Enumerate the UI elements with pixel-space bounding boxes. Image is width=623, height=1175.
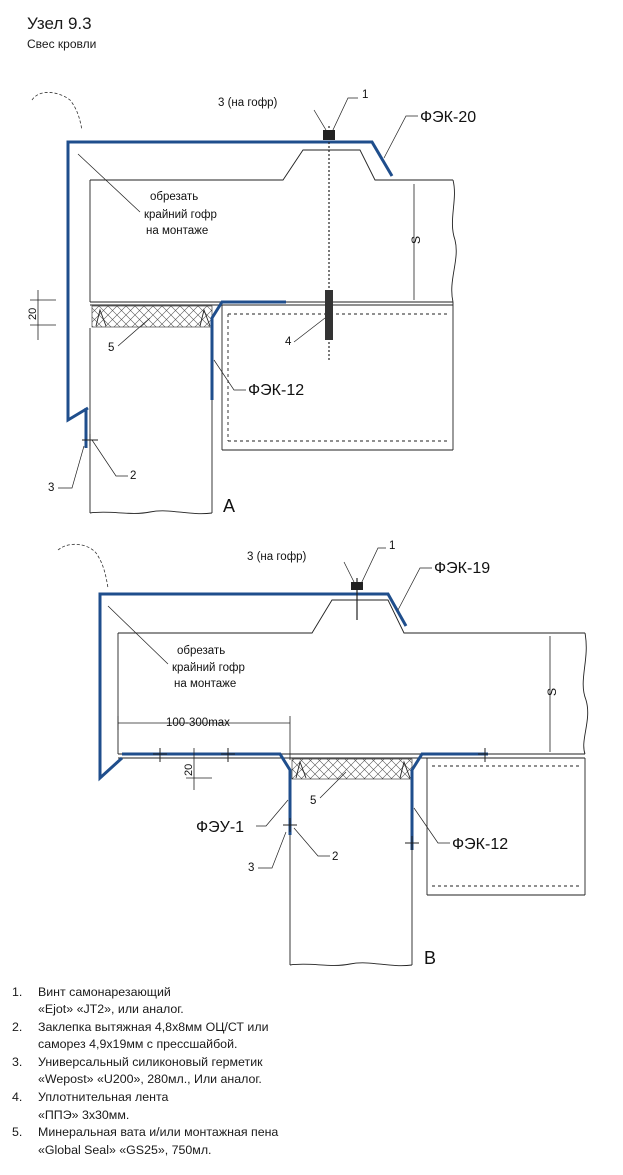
diagram-a-letter: A	[223, 496, 235, 516]
page-subtitle: Свес кровли	[27, 37, 97, 51]
leader-1-b	[359, 547, 386, 587]
leader-fek12	[213, 359, 246, 391]
roof-panel-a	[89, 149, 457, 450]
leader-cut-b	[107, 605, 169, 665]
dim-s-label-b: S	[545, 688, 559, 696]
flashing-fek20	[66, 140, 394, 423]
note-cut-line-1: обрезать	[150, 191, 198, 203]
note-number: 4.	[12, 1090, 23, 1105]
profile-fek12-label: ФЭК-12	[248, 382, 304, 399]
support-post-b	[289, 780, 413, 967]
dimension-s-b	[540, 632, 556, 755]
note-cut-line-2-b: крайний гофр	[172, 662, 245, 674]
wall-panel-b	[426, 758, 585, 896]
leader-4	[293, 317, 326, 343]
leader-fek20	[383, 115, 418, 159]
diagram-b-letter: B	[424, 948, 436, 968]
note-text: саморез 4,9х19мм с прессшайбой.	[38, 1037, 238, 1052]
flashing-fek19	[98, 592, 408, 782]
note-text: Минеральная вата и/или монтажная пена	[38, 1125, 279, 1140]
leader-3	[58, 445, 85, 489]
leader-1	[331, 97, 358, 133]
note-cut-line-3-b: на монтаже	[174, 678, 236, 690]
dimension-20-a	[30, 290, 56, 340]
note-number: 3.	[12, 1055, 23, 1070]
leader-5	[117, 317, 151, 347]
dimension-range-b	[117, 716, 291, 760]
profile-fek19-label: ФЭК-19	[434, 560, 490, 577]
note-text: «Wepost» «U200», 280мл., Или аналог.	[38, 1072, 262, 1087]
note-text: «Ejot» «JT2», или аналог.	[38, 1002, 184, 1017]
rivet-a	[82, 434, 98, 446]
screw-b	[351, 578, 363, 620]
note-item: 4. Уплотнительная лента «ППЭ» 3х30мм.	[10, 1089, 610, 1124]
label-screw-b: 3 (на гофр)	[247, 551, 307, 563]
leader-3-b	[258, 831, 287, 869]
label-5: 5	[108, 342, 114, 354]
note-text: Универсальный силиконовый герметик	[38, 1055, 263, 1070]
dimension-20-b	[186, 748, 212, 790]
label-1-b: 1	[389, 540, 395, 552]
label-3: 3	[48, 482, 54, 494]
leader-cut	[77, 153, 141, 213]
note-number: 1.	[12, 985, 23, 999]
label-3-b: 3	[248, 862, 254, 874]
leader-fek12-b	[413, 807, 450, 844]
note-item: 5. Минеральная вата и/или монтажная пена…	[10, 1124, 610, 1159]
dim-s-label: S	[409, 236, 423, 244]
note-text: «Global Seal» «GS25», 750мл.	[38, 1142, 212, 1157]
diagram-b: S 100-300max 20 3 (на гофр) 1 ФЭК-19 обр…	[57, 540, 589, 968]
note-item: 3. Универсальный силиконовый герметик «W…	[10, 1054, 610, 1089]
break-line	[31, 92, 83, 131]
screw-a	[323, 126, 335, 360]
label-2: 2	[130, 470, 136, 482]
leader-screw-b	[343, 561, 355, 583]
profile-fek20-label: ФЭК-20	[420, 109, 476, 126]
wall-panel-a	[221, 305, 453, 451]
label-1: 1	[362, 89, 368, 101]
profile-feu1-label: ФЭУ-1	[196, 819, 244, 836]
note-cut-line-3: на монтаже	[146, 225, 208, 237]
note-text: Заклепка вытяжная 4,8х8мм ОЦ/СТ или	[38, 1020, 269, 1035]
leader-2-b	[293, 827, 330, 857]
note-text: Винт самонарезающий	[38, 985, 171, 999]
break-line-b	[57, 543, 109, 589]
support-post-a	[89, 328, 213, 515]
note-cut-line-2: крайний гофр	[144, 209, 217, 221]
note-number: 2.	[12, 1020, 23, 1035]
leader-fek19	[397, 567, 432, 611]
dim-range-label: 100-300max	[166, 717, 230, 729]
note-text: «ППЭ» 3х30мм.	[38, 1107, 130, 1122]
flashing-fek12-a	[210, 300, 286, 400]
dim-20-label: 20	[27, 308, 39, 320]
leader-5-b	[319, 771, 347, 799]
note-item: 1. Винт самонарезающий «Ejot» «JT2», или…	[10, 984, 610, 1019]
notes-list: 1. Винт самонарезающий «Ejot» «JT2», или…	[10, 984, 610, 1159]
label-4: 4	[285, 336, 292, 348]
dimension-s-a	[404, 179, 420, 303]
flashing-feu1	[122, 752, 292, 835]
note-item: 2. Заклепка вытяжная 4,8х8мм ОЦ/СТ или с…	[10, 1019, 610, 1054]
leader-feu1	[256, 799, 289, 827]
profile-fek12-label-b: ФЭК-12	[452, 836, 508, 853]
sealing-tape-a	[95, 308, 211, 327]
flashing-fek12-b	[410, 752, 488, 850]
insulation-a	[91, 305, 213, 328]
leader-screw	[313, 109, 327, 131]
page-title: Узел 9.3	[27, 14, 92, 33]
leader-2	[91, 439, 128, 477]
label-screw: 3 (на гофр)	[218, 97, 278, 109]
dim-20-label-b: 20	[183, 764, 195, 776]
note-cut-line-1-b: обрезать	[177, 645, 225, 657]
diagram-a: S 20 3 (на гофр) 1 ФЭК-20 обрезать крайн…	[27, 89, 476, 516]
label-5-b: 5	[310, 795, 316, 807]
label-2-b: 2	[332, 851, 338, 863]
insulation-b	[291, 758, 413, 780]
note-number: 5.	[12, 1125, 23, 1140]
sealing-tape-b	[295, 760, 411, 779]
rivets-b	[153, 748, 492, 850]
note-text: Уплотнительная лента	[38, 1090, 169, 1105]
